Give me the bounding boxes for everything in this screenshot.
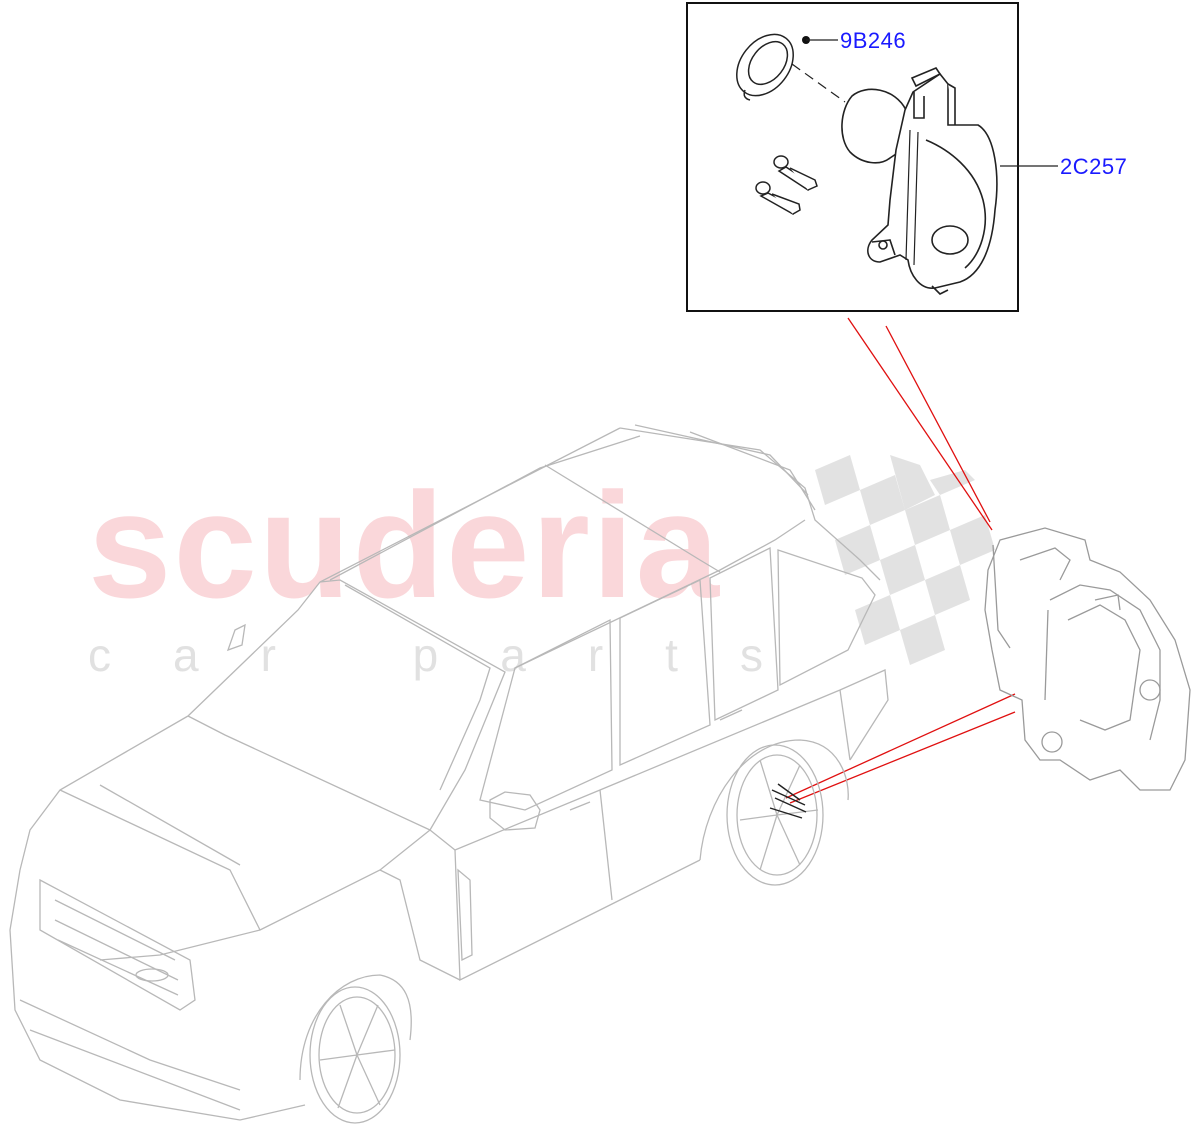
checkered-flag-watermark	[815, 455, 995, 665]
callout-label-motor: 2C257	[1060, 154, 1128, 179]
part-detail-box	[686, 2, 1019, 312]
callout-label-seal: 9B246	[840, 28, 907, 53]
brake-caliper-illustration	[984, 527, 1191, 791]
watermark-subtitle: car parts	[88, 629, 825, 681]
brake-motor-part	[841, 67, 998, 295]
assembly-dash-line	[791, 63, 846, 103]
watermark-title: scuderia	[88, 461, 721, 629]
vehicle-illustration	[9, 424, 889, 1124]
bolt-parts	[755, 155, 818, 215]
wheel-hub-detail	[769, 783, 807, 819]
red-leader-lines	[785, 317, 1016, 804]
seal-ring-part	[736, 33, 794, 101]
